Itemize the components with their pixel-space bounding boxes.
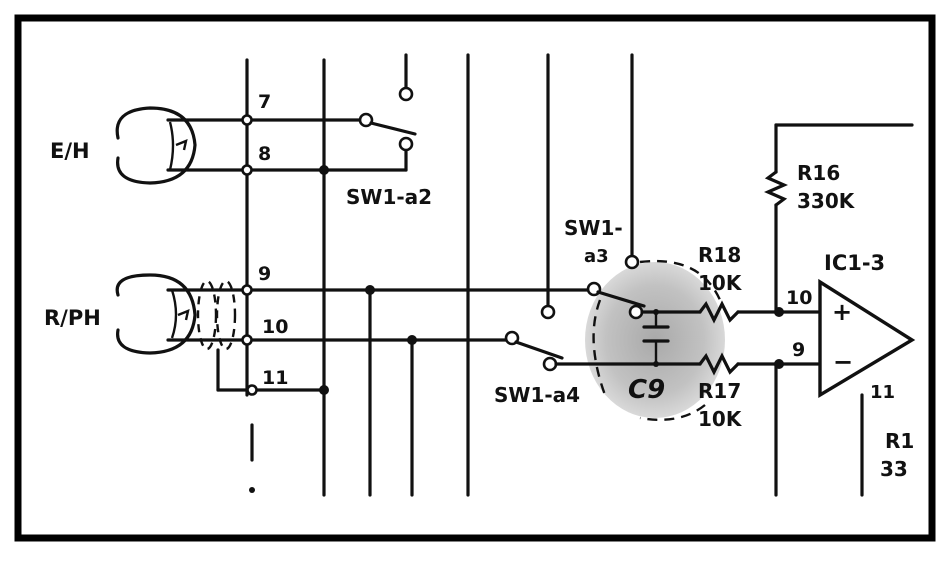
rph-jack-label: R/PH bbox=[44, 306, 101, 330]
dot-mark bbox=[249, 487, 255, 493]
r16-name: R16 bbox=[797, 161, 840, 185]
eh-jack bbox=[115, 106, 249, 185]
r17-value: 10K bbox=[698, 407, 743, 431]
sw1-a4-switch bbox=[504, 330, 702, 372]
rph-jack bbox=[115, 273, 249, 392]
sw1-a3-switch bbox=[540, 254, 702, 320]
pin-7-label: 7 bbox=[258, 91, 271, 113]
r16-value: 330K bbox=[797, 189, 856, 213]
r18-resistor bbox=[698, 300, 740, 324]
pin-9-label: 9 bbox=[258, 263, 271, 285]
sw1-a2-label: SW1-a2 bbox=[346, 185, 432, 209]
eh-jack-label: E/H bbox=[50, 139, 90, 163]
ic1-3-label: IC1-3 bbox=[824, 251, 885, 275]
sw1-a3-label-top: SW1- bbox=[564, 216, 623, 240]
ic-minus-sign: − bbox=[833, 348, 853, 376]
c9-capacitor bbox=[642, 309, 670, 367]
sw1-a3-label-bottom: a3 bbox=[584, 246, 609, 267]
r17-resistor bbox=[698, 352, 740, 376]
ic-pin-11-number: 11 bbox=[870, 382, 895, 403]
c9-label: C9 bbox=[628, 375, 665, 405]
sw1-a2-switch bbox=[358, 86, 417, 152]
r18-name: R18 bbox=[698, 243, 741, 267]
r16-resistor bbox=[764, 123, 914, 497]
r18-value: 10K bbox=[698, 271, 743, 295]
frame-border bbox=[14, 14, 936, 542]
pin-11-label: 11 bbox=[262, 367, 288, 389]
r17-name: R17 bbox=[698, 379, 741, 403]
pin-10-label: 10 bbox=[262, 316, 288, 338]
ic1-3-opamp bbox=[818, 278, 916, 497]
r-cut-name: R1 bbox=[885, 429, 914, 453]
pin-8-label: 8 bbox=[258, 143, 271, 165]
sw1-a4-label: SW1-a4 bbox=[494, 383, 580, 407]
ic-plus-sign: + bbox=[832, 298, 852, 326]
highlight-outline bbox=[592, 259, 722, 421]
junction-dots bbox=[241, 114, 417, 396]
ic-pin-plus-number: 10 bbox=[786, 287, 812, 309]
ic-pin-minus-number: 9 bbox=[792, 339, 805, 361]
r-cut-value: 33 bbox=[880, 457, 908, 481]
